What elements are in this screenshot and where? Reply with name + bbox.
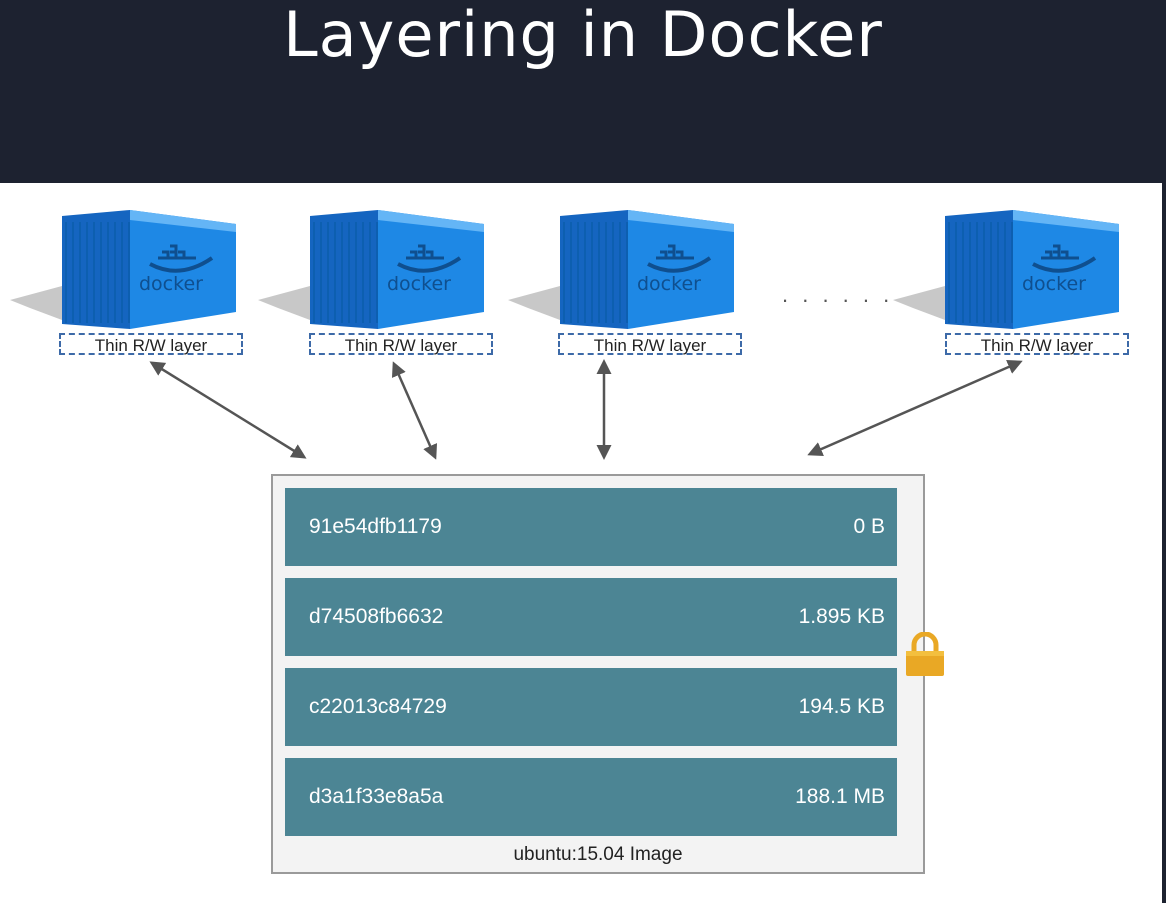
image-layers-box: 91e54dfb1179 0 B d74508fb6632 1.895 KB c… — [271, 474, 925, 874]
arrow-2 — [391, 361, 438, 460]
image-layer-1: 91e54dfb1179 0 B — [285, 488, 897, 566]
docker-logo-text: docker — [1022, 273, 1086, 295]
docker-logo-text: docker — [387, 273, 451, 295]
layer-size: 194.5 KB — [798, 695, 885, 718]
title-bar: Layering in Docker — [0, 0, 1166, 183]
shipping-container-icon: docker — [508, 210, 734, 329]
layer-id: d74508fb6632 — [309, 605, 444, 628]
layer-id: 91e54dfb1179 — [309, 515, 442, 538]
container-4: docker — [893, 208, 1123, 358]
arrow-1 — [149, 361, 307, 459]
container-1: docker — [10, 208, 240, 358]
docker-logo-text: docker — [139, 273, 203, 295]
shipping-container-icon: docker — [893, 210, 1119, 329]
layer-id: c22013c84729 — [309, 695, 447, 718]
more-containers-ellipsis: . . . . . . — [782, 282, 894, 307]
image-caption: ubuntu:15.04 Image — [513, 844, 683, 865]
container-3: docker — [508, 208, 738, 358]
image-layer-3: c22013c84729 194.5 KB — [285, 668, 897, 746]
slide-title: Layering in Docker — [283, 0, 883, 71]
layer-size: 188.1 MB — [795, 785, 885, 808]
lock-icon — [906, 632, 944, 676]
rw-layer-label-1: Thin R/W layer — [59, 333, 243, 355]
image-layer-2: d74508fb6632 1.895 KB — [285, 578, 897, 656]
shipping-container-icon: docker — [10, 210, 236, 329]
image-layer-4: d3a1f33e8a5a 188.1 MB — [285, 758, 897, 836]
rw-layer-label-3: Thin R/W layer — [558, 333, 742, 355]
layer-size: 0 B — [853, 515, 885, 538]
container-2: docker — [258, 208, 488, 358]
arrow-4 — [807, 359, 1023, 457]
rw-layer-label-2: Thin R/W layer — [309, 333, 493, 355]
rw-layer-label-4: Thin R/W layer — [945, 333, 1129, 355]
slide-edge — [1162, 183, 1166, 903]
layer-size: 1.895 KB — [798, 605, 885, 628]
shipping-container-icon: docker — [258, 210, 484, 329]
docker-logo-text: docker — [637, 273, 701, 295]
layer-id: d3a1f33e8a5a — [309, 785, 444, 808]
